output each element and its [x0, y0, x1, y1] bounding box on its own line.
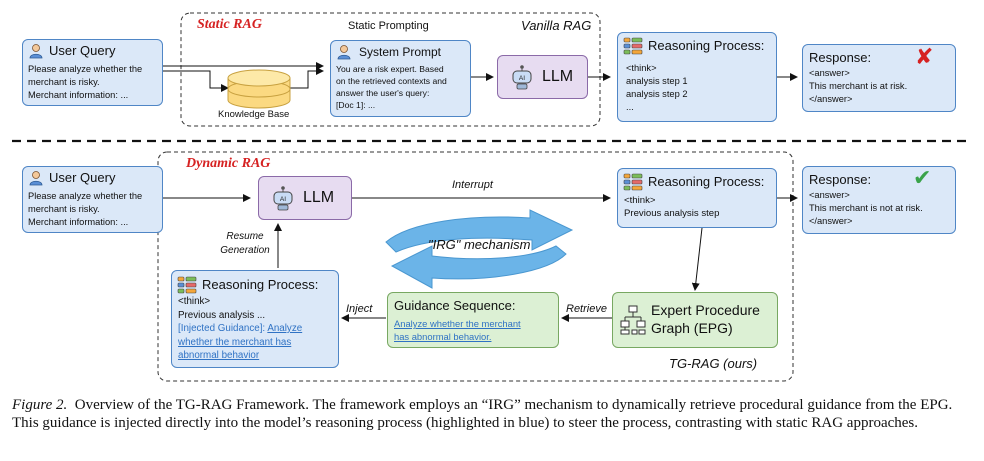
user-query-text: Please analyze whether the merchant is r… [28, 191, 143, 227]
reasoning-text: <think> Previous analysis step [624, 195, 720, 219]
arrow-reasoning-to-epg [691, 227, 703, 291]
reasoning-title: Reasoning Process: [648, 38, 765, 53]
svg-text:AI: AI [519, 75, 525, 82]
response-text: <answer> This merchant is not at risk. <… [809, 190, 923, 226]
epg-title-line-1: Expert Procedure [651, 302, 760, 318]
reasoning-icon [623, 37, 643, 55]
irg-mechanism-label: "IRG" mechanism [428, 237, 531, 252]
response-title: Response: [809, 50, 872, 65]
figure-caption: Figure 2. Overview of the TG-RAG Framewo… [12, 396, 974, 432]
cross-mark-icon: ✘ [915, 44, 934, 69]
user-query-box-static: User Query Please analyze whether the me… [22, 39, 163, 106]
system-prompt-text: You are a risk expert. Based on the retr… [336, 64, 447, 110]
user-query-text: Please analyze whether the merchant is r… [28, 64, 143, 100]
vanilla-rag-label: Vanilla RAG [521, 18, 592, 33]
user-icon [29, 44, 43, 59]
response-box-static: Response: <answer> This merchant is at r… [802, 44, 956, 112]
static-rag-label: Static RAG [197, 17, 262, 32]
guidance-title: Guidance Sequence: [394, 298, 516, 313]
robot-icon: AI [273, 186, 293, 211]
response-box-dynamic: Response: <answer> This merchant is not … [802, 165, 956, 234]
reasoning-title: Reasoning Process: [202, 277, 319, 292]
reasoning-box-static: Reasoning Process: <think> analysis step… [617, 32, 777, 122]
guidance-sequence-box: Guidance Sequence: Analyze whether the m… [387, 292, 559, 348]
graph-icon [620, 305, 646, 335]
user-icon [29, 171, 43, 186]
reasoning-title: Reasoning Process: [648, 174, 765, 189]
system-prompt-box: System Prompt You are a risk expert. Bas… [330, 40, 471, 117]
user-icon [337, 45, 351, 60]
reasoning-box-injected: Reasoning Process: <think> Previous anal… [171, 270, 339, 368]
llm-box-dynamic: AI LLM [258, 176, 352, 220]
irg-cycle-icon [385, 209, 574, 289]
resume-generation-label: Resume Generation [220, 231, 270, 256]
knowledge-base-icon [227, 69, 291, 109]
robot-icon: AI [512, 65, 532, 90]
response-title: Response: [809, 172, 872, 187]
llm-label: LLM [542, 68, 574, 85]
retrieve-label: Retrieve [566, 303, 607, 315]
llm-box-static: AI LLM [497, 55, 588, 99]
tg-rag-label: TG-RAG (ours) [669, 356, 758, 371]
arrow-kb-to-prompt [290, 67, 324, 89]
knowledge-base-label: Knowledge Base [218, 109, 290, 120]
static-rag-region [180, 12, 601, 127]
check-mark-icon: ✔ [913, 165, 932, 190]
user-query-box-dynamic: User Query Please analyze whether the me… [22, 166, 163, 233]
user-query-title: User Query [49, 170, 116, 185]
static-prompting-label: Static Prompting [348, 20, 429, 32]
guidance-text: Analyze whether the merchant has abnorma… [394, 318, 521, 342]
reasoning-text: <think> analysis step 1 analysis step 2 … [626, 63, 688, 112]
svg-text:AI: AI [280, 196, 286, 203]
llm-label: LLM [303, 189, 335, 206]
system-prompt-title: System Prompt [359, 45, 442, 59]
inject-label: Inject [346, 303, 373, 315]
response-text: <answer> This merchant is at risk. </ans… [809, 68, 908, 104]
epg-box: Expert Procedure Graph (EPG) [612, 292, 778, 348]
user-query-title: User Query [49, 43, 116, 58]
reasoning-icon [177, 276, 197, 294]
epg-title-line-2: Graph (EPG) [651, 320, 733, 336]
reasoning-box-dynamic: Reasoning Process: <think> Previous anal… [617, 168, 777, 228]
reasoning-text: <think> Previous analysis ... [Injected … [178, 296, 303, 361]
dynamic-rag-label: Dynamic RAG [186, 156, 271, 171]
caption-text: Overview of the TG-RAG Framework. The fr… [12, 397, 953, 431]
dynamic-rag-region [157, 151, 794, 382]
reasoning-icon [623, 173, 643, 191]
figure-number: Figure 2. [12, 397, 68, 413]
arrow-query-to-kb [163, 70, 229, 92]
interrupt-label: Interrupt [452, 179, 493, 191]
